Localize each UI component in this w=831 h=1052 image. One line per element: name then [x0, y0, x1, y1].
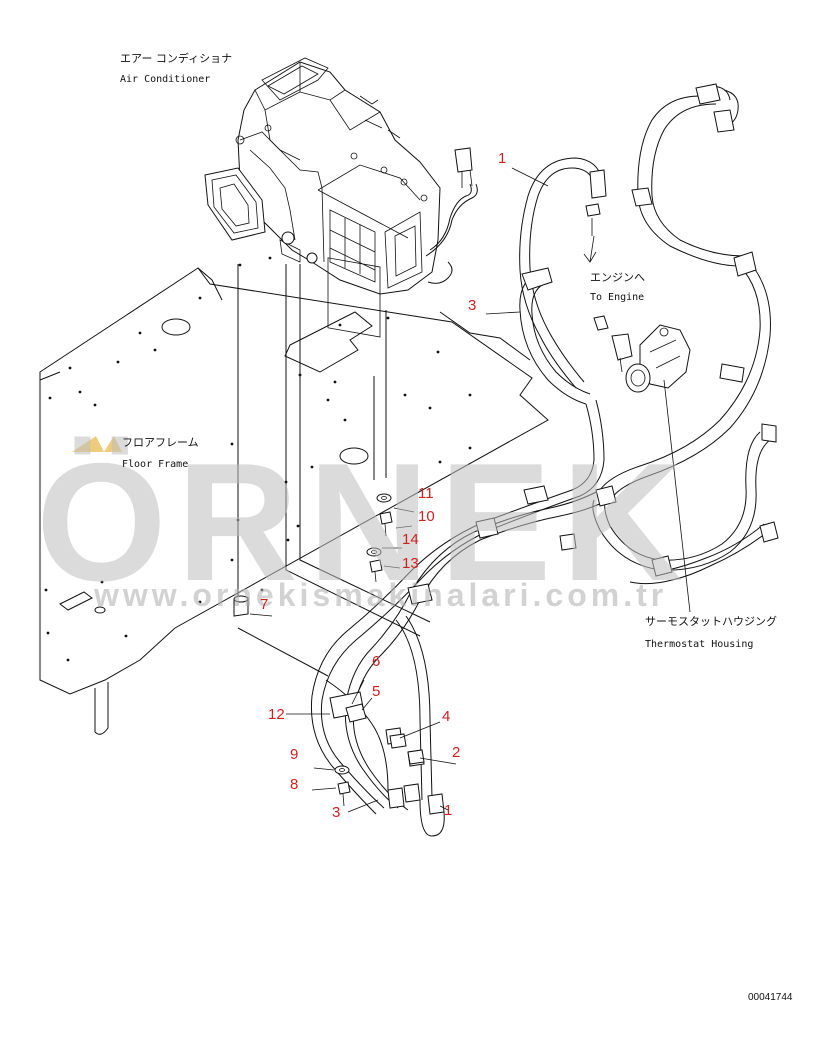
- component-labels: エアー コンディショナ Air Conditioner エンジンへ To Eng…: [120, 51, 777, 650]
- watermark-url: www.ornekismakinalari.com.tr: [93, 577, 667, 613]
- callout-5: 5: [372, 683, 380, 700]
- part-callouts: 1 3 11 10 14 13 7 6 5 12 4 2 9 8 3 1: [260, 150, 506, 821]
- callout-3-bottom: 3: [332, 804, 340, 821]
- callout-1-bottom: 1: [444, 802, 452, 819]
- callout-10: 10: [418, 508, 435, 525]
- routing-hoses: [237, 264, 779, 837]
- watermark: ÖRNEK www.ornekismakinalari.com.tr: [36, 428, 693, 616]
- air-conditioner-unit: [204, 57, 478, 338]
- callout-1-top: 1: [498, 150, 506, 167]
- label-air-conditioner-jp: エアー コンディショナ: [120, 51, 232, 65]
- callout-6: 6: [372, 653, 380, 670]
- label-air-conditioner-en: Air Conditioner: [120, 74, 210, 85]
- watermark-brand: ÖRNEK: [36, 428, 693, 616]
- callout-14: 14: [402, 531, 419, 548]
- bolt-holes: [44, 256, 472, 662]
- callout-12: 12: [268, 706, 285, 723]
- floor-frame-plate: [39, 256, 549, 735]
- label-floor-frame-jp: フロアフレーム: [122, 436, 199, 449]
- leader-lines: [249, 167, 691, 813]
- callout-8: 8: [290, 776, 298, 793]
- watermark-accent-mark: [72, 436, 122, 452]
- label-to-engine-en: To Engine: [590, 292, 644, 303]
- callout-4: 4: [442, 708, 450, 725]
- label-thermostat-en: Thermostat Housing: [645, 639, 753, 650]
- callout-11: 11: [418, 485, 434, 502]
- callout-3-top: 3: [468, 297, 476, 314]
- label-floor-frame-en: Floor Frame: [122, 459, 188, 470]
- callout-13: 13: [402, 555, 419, 572]
- callout-2: 2: [452, 744, 460, 761]
- callout-7: 7: [260, 596, 268, 613]
- callout-9: 9: [290, 746, 298, 763]
- fasteners: [233, 493, 425, 807]
- label-to-engine-jp: エンジンへ: [590, 271, 645, 284]
- thermostat-housing: [611, 324, 691, 393]
- drawing-code: 00041744: [748, 992, 793, 1003]
- upper-hoses: [519, 83, 771, 499]
- label-thermostat-jp: サーモスタットハウジング: [645, 614, 777, 628]
